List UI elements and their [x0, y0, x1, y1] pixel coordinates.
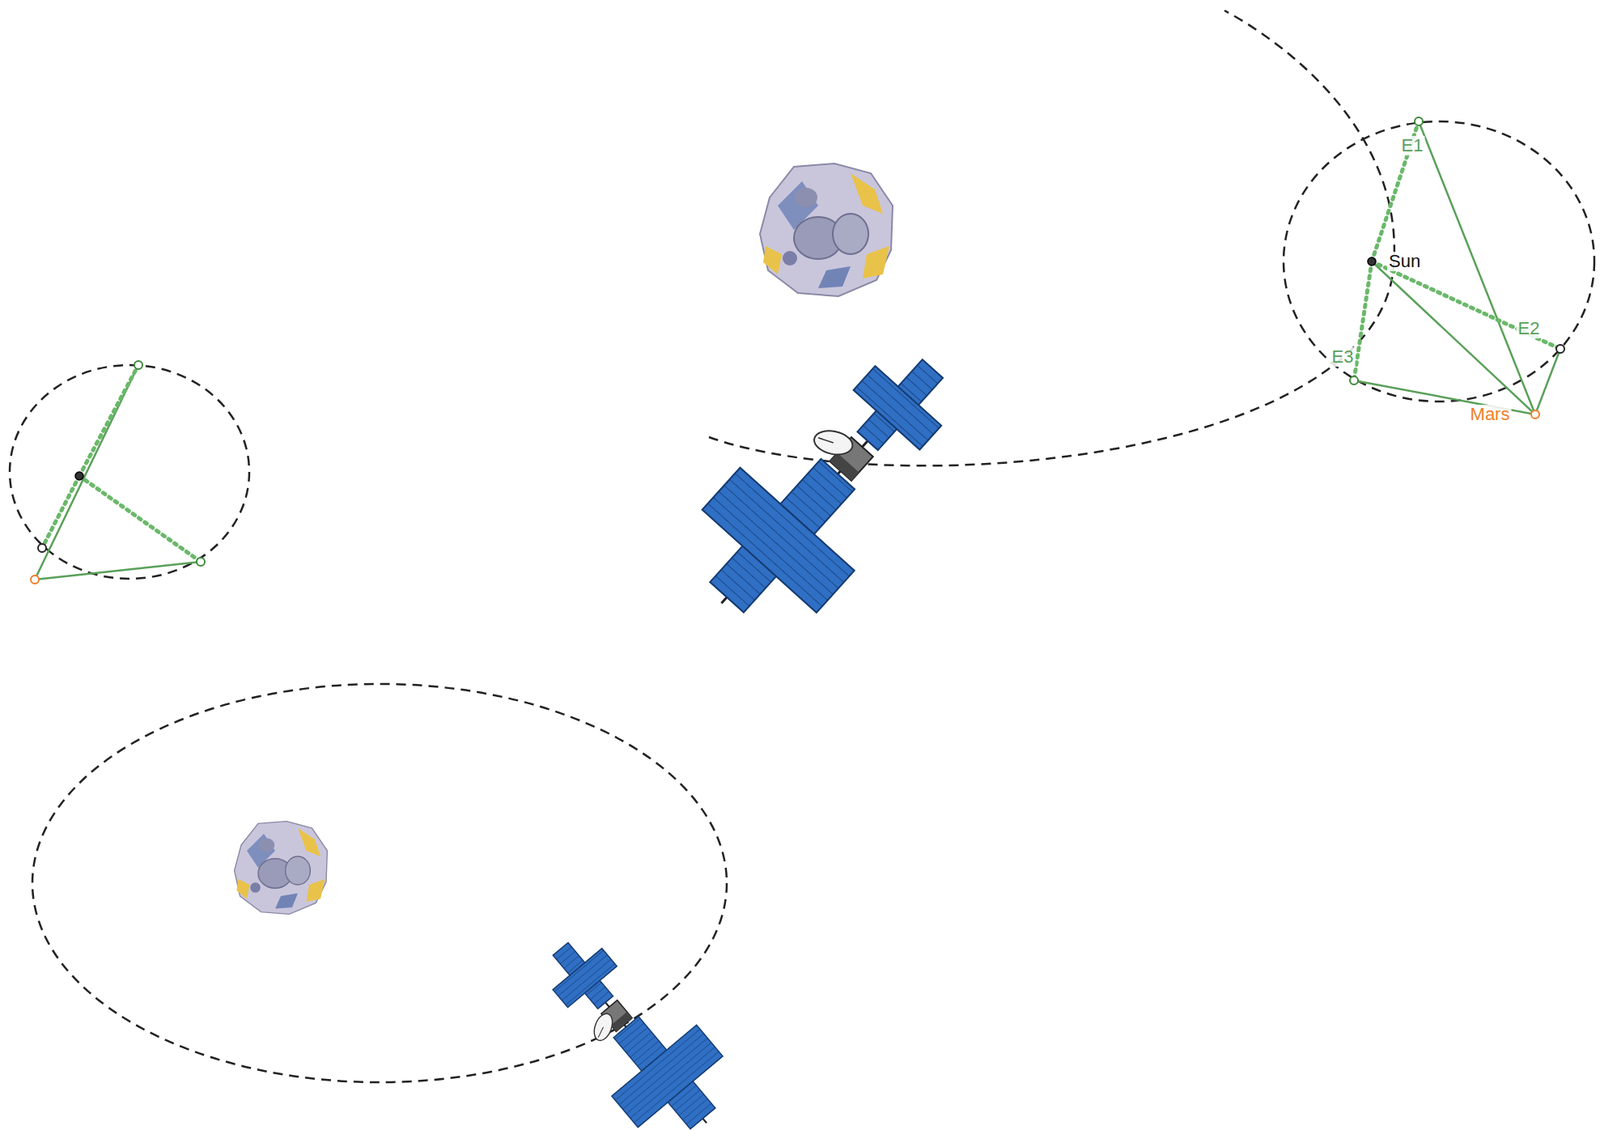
point-label: E1	[1400, 135, 1426, 156]
point-label: E3	[1330, 347, 1356, 367]
sun-label: Sun	[1387, 251, 1422, 272]
point-label: E2	[1516, 318, 1542, 339]
planet-label: Mars	[1468, 404, 1512, 425]
